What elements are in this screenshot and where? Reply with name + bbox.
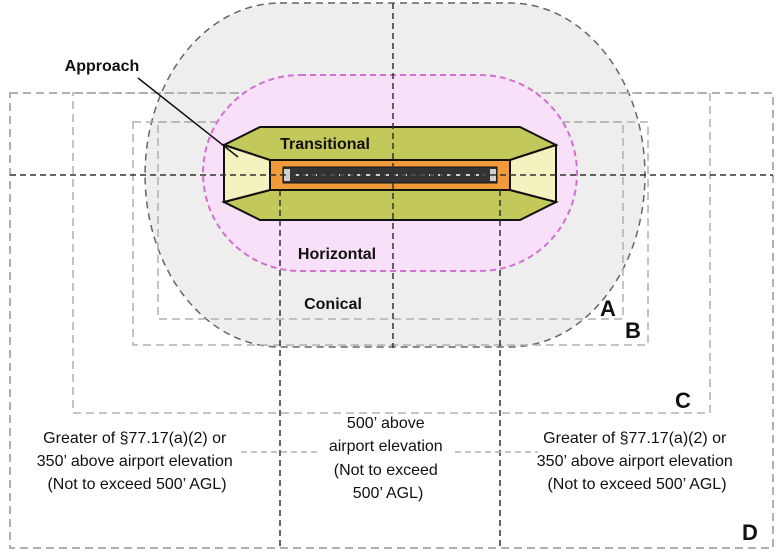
transitional-label: Transitional bbox=[280, 136, 370, 153]
note-center-line: airport elevation bbox=[329, 438, 443, 455]
note-right-line: 350’ above airport elevation bbox=[537, 453, 733, 470]
runway-threshold-left bbox=[284, 169, 290, 181]
note-right-line: (Not to exceed 500’ AGL) bbox=[547, 476, 726, 493]
boundary-rect-b bbox=[132, 121, 649, 346]
note-center: 500’ above airport elevation (Not to exc… bbox=[329, 415, 447, 502]
conical-label: Conical bbox=[304, 296, 362, 313]
note-left-line: Greater of §77.17(a)(2) or bbox=[43, 430, 227, 447]
note-left-line: 350’ above airport elevation bbox=[37, 453, 233, 470]
boundary-rect-a bbox=[157, 121, 624, 320]
note-center-line: (Not to exceed bbox=[334, 462, 438, 479]
note-center-line: 500’ above bbox=[347, 415, 425, 432]
transitional-surface-bottom bbox=[221, 189, 559, 221]
approach-pointer-line bbox=[137, 77, 239, 158]
note-left: Greater of §77.17(a)(2) or 350’ above ai… bbox=[37, 430, 237, 493]
note-center-line: 500’ AGL) bbox=[353, 485, 424, 502]
corner-label-a: A bbox=[600, 296, 616, 321]
note-left-line: (Not to exceed 500’ AGL) bbox=[47, 476, 226, 493]
horizontal-label: Horizontal bbox=[298, 246, 376, 263]
note-right: Greater of §77.17(a)(2) or 350’ above ai… bbox=[537, 430, 737, 493]
corner-label-c: C bbox=[675, 388, 691, 413]
approach-label: Approach bbox=[65, 58, 140, 75]
corner-label-b: B bbox=[625, 318, 641, 343]
transitional-surface-top bbox=[221, 126, 559, 161]
note-right-line: Greater of §77.17(a)(2) or bbox=[543, 430, 727, 447]
corner-label-d: D bbox=[742, 520, 758, 545]
